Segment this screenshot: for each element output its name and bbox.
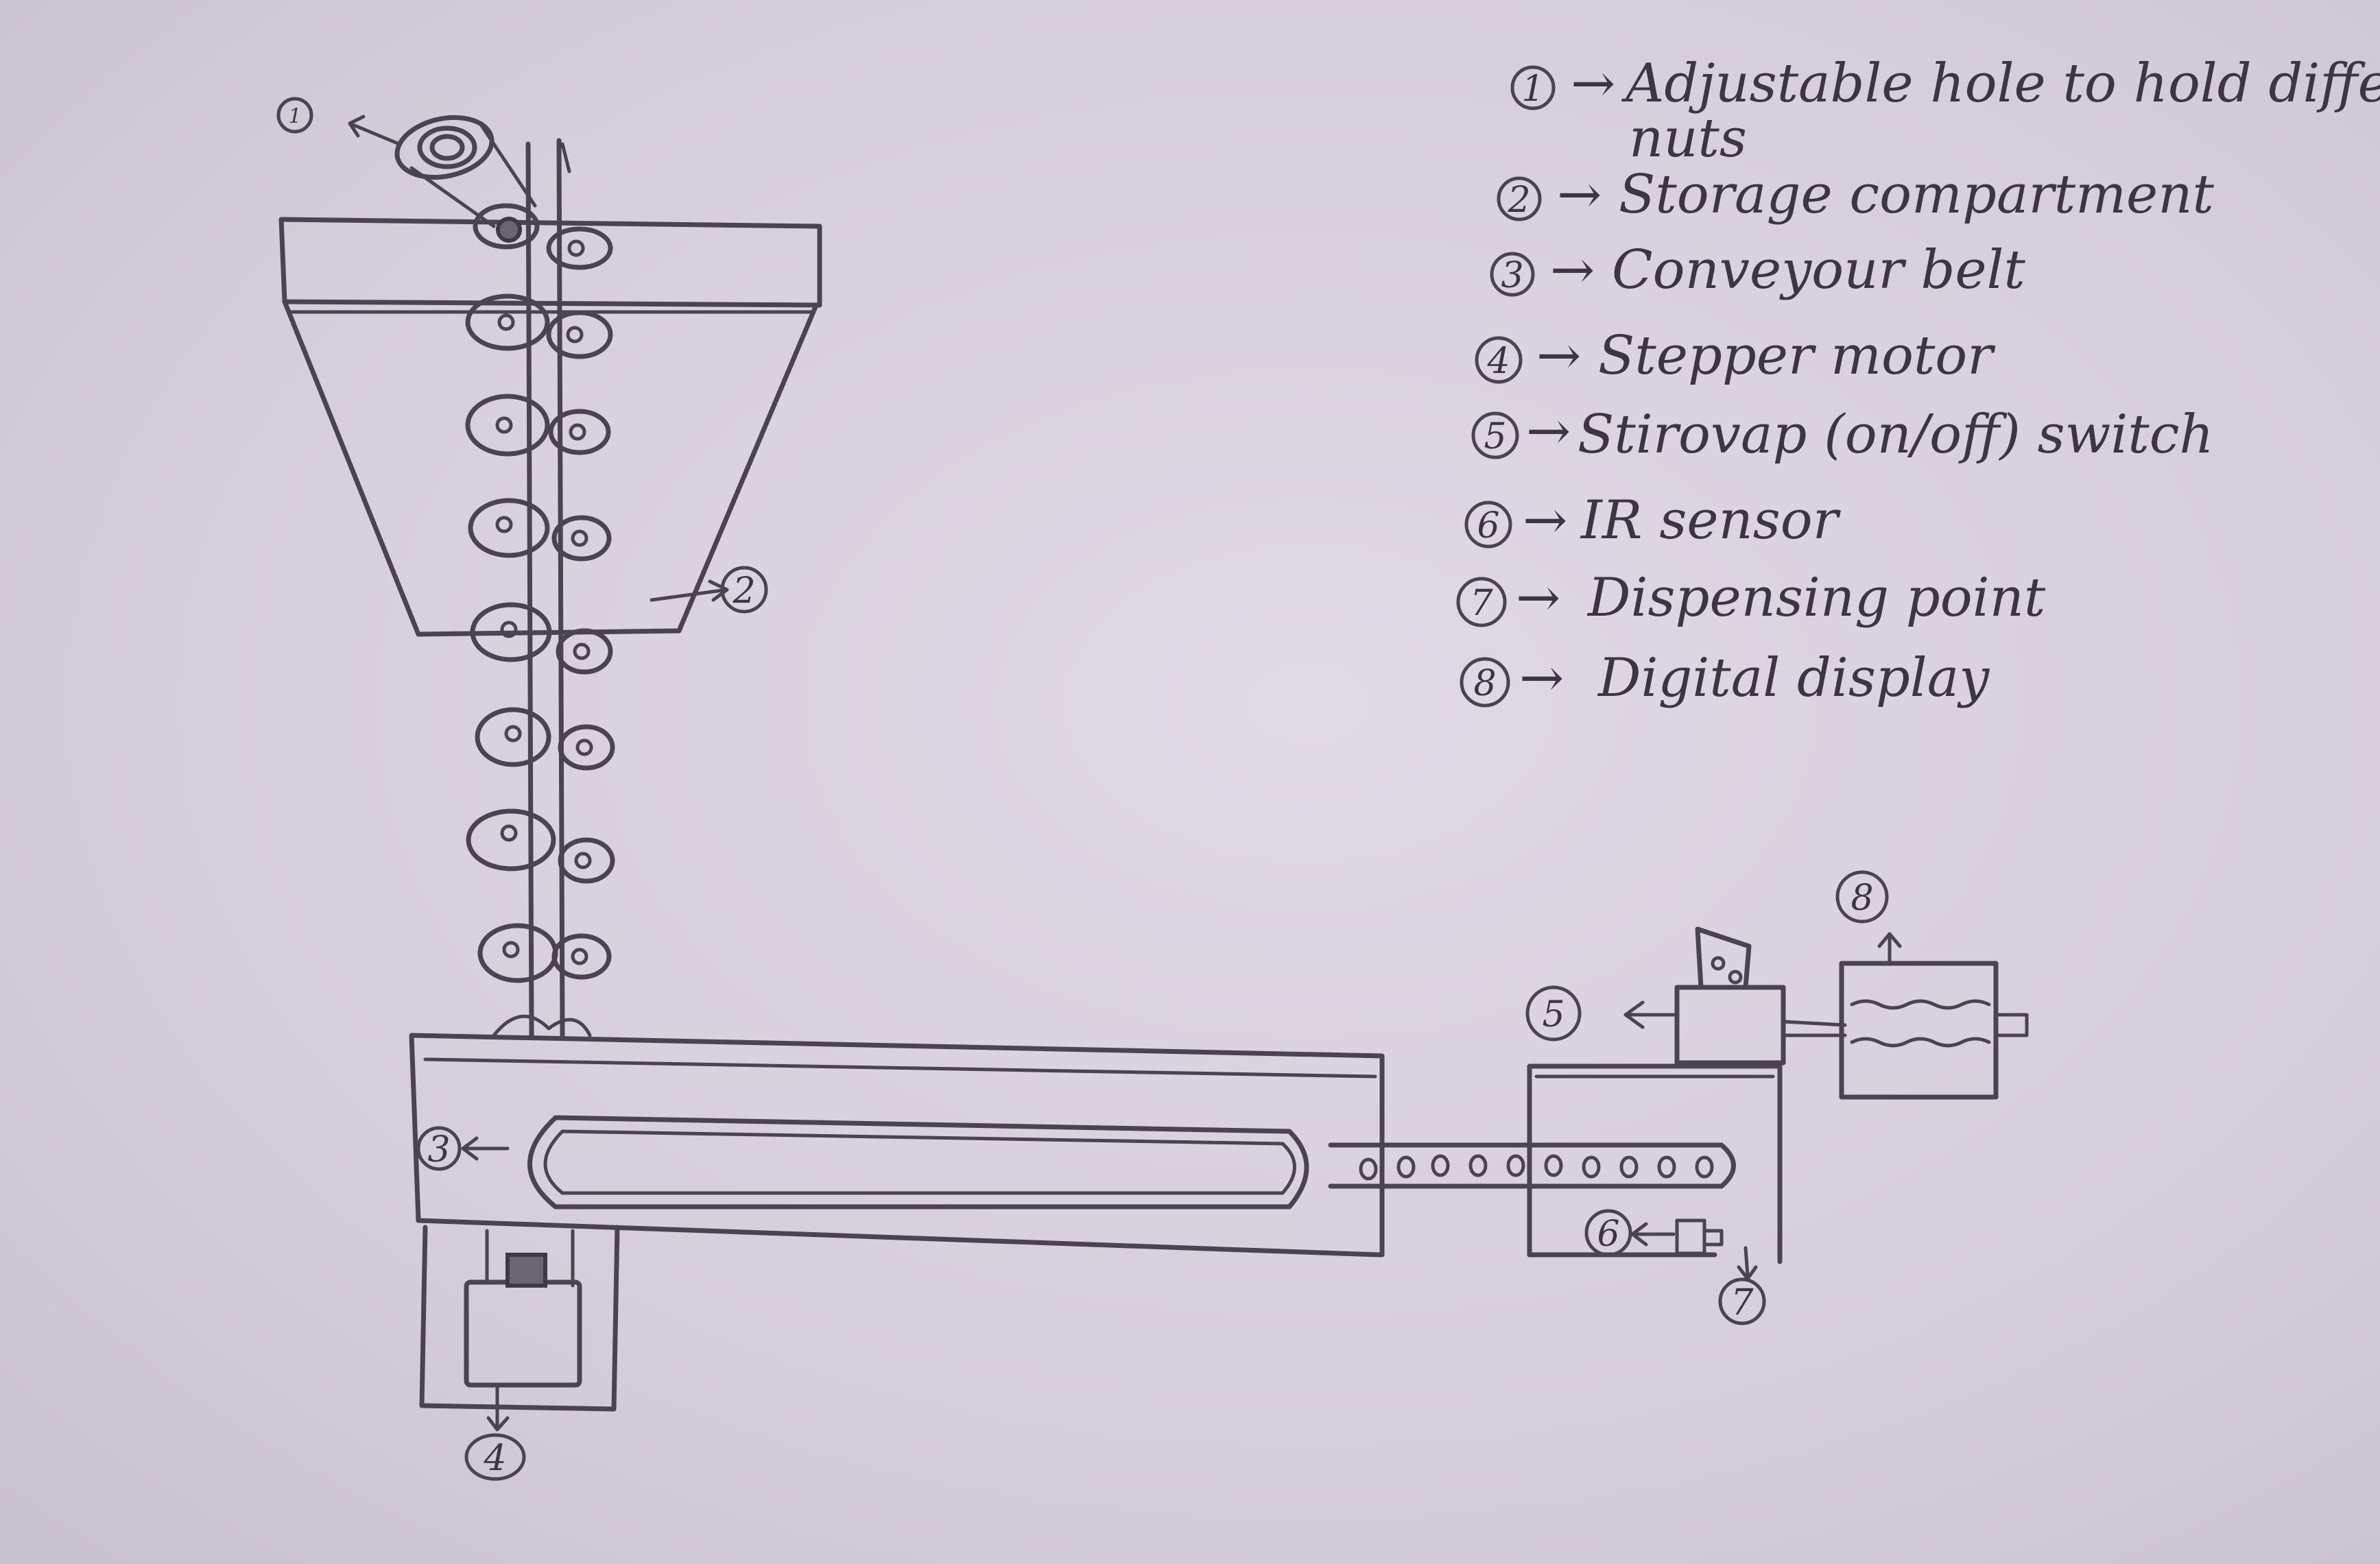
stepper-motor [419, 1225, 620, 1432]
callout-5-label: 5 [1542, 994, 1564, 1035]
legend-text-8: Digital display [1597, 647, 1990, 709]
legend-text-2: Storage compartment [1619, 164, 2214, 226]
legend-arrow-8: → [1519, 647, 1564, 709]
callout-3-label: 3 [427, 1129, 450, 1170]
callout-2-label: 2 [732, 570, 755, 612]
nut-slots [465, 203, 615, 1037]
nut-slot [468, 498, 612, 562]
legend-text-3: Conveyour belt [1612, 239, 2025, 301]
legend-arrow-7: → [1516, 567, 1560, 629]
legend-text-7: Dispensing point [1586, 567, 2046, 629]
callout-5: 5 [1525, 985, 1582, 1042]
legend-item-1: 1 → Adjustable hole to hold different nu… [1510, 53, 2380, 169]
callout-7: 7 [1718, 1277, 1766, 1325]
legend-arrow-6: → [1523, 490, 1567, 551]
legend-arrow-5: → [1526, 400, 1571, 462]
legend: 1 → Adjustable hole to hold different nu… [1456, 53, 2380, 709]
legend-text-1: Adjustable hole to hold different [1621, 53, 2380, 115]
legend-num-6: 6 [1477, 505, 1499, 546]
belt-holes [1359, 1154, 1714, 1181]
callout-6-label: 6 [1597, 1214, 1619, 1255]
nut-slot [465, 293, 613, 359]
legend-item-2: 2 → Storage compartment [1497, 164, 2214, 226]
legend-num-4: 4 [1486, 341, 1510, 382]
legend-num-1: 1 [1521, 69, 1544, 110]
legend-item-6: 6 → IR sensor [1464, 490, 1842, 551]
callout-4: 4 [464, 1433, 526, 1481]
callout-8: 8 [1835, 870, 1889, 924]
legend-text-1b: nuts [1629, 108, 1747, 169]
nut-slot [477, 923, 612, 983]
callout-2: 2 [650, 566, 768, 614]
callout-7-label: 7 [1730, 1282, 1754, 1323]
legend-num-8: 8 [1473, 663, 1496, 704]
legend-arrow-4: → [1536, 325, 1581, 387]
legend-num-3: 3 [1501, 255, 1523, 296]
legend-arrow-1: → [1571, 53, 1615, 115]
legend-item-5: 5 → Stirovap (on/off) switch [1471, 400, 2214, 466]
digital-display [1839, 932, 2029, 1100]
callout-3: 3 [416, 1126, 510, 1171]
screw-column [525, 138, 571, 1038]
on-off-switch [1623, 926, 1847, 1066]
legend-text-4: Stepper motor [1598, 325, 1996, 387]
legend-text-6: IR sensor [1580, 490, 1842, 551]
callout-1-label: 1 [288, 105, 301, 129]
legend-arrow-2: → [1557, 164, 1602, 226]
nut-slot [473, 203, 613, 270]
ir-sensor [1630, 1218, 1724, 1255]
slot-holes [495, 239, 593, 965]
legend-item-8: 8 → Digital display [1460, 647, 1990, 709]
legend-item-3: 3 → Conveyour belt [1490, 239, 2025, 301]
callout-1: 1 [276, 97, 313, 134]
nut-slot [466, 808, 615, 884]
callout-8-label: 8 [1851, 878, 1873, 919]
dispensing-point [1737, 1246, 1758, 1281]
dispensing-enclosure [1527, 1063, 1783, 1264]
callout-6: 6 [1584, 1209, 1632, 1257]
legend-num-7: 7 [1470, 583, 1493, 624]
conveyor-belt [409, 1033, 1736, 1258]
legend-num-2: 2 [1507, 180, 1530, 221]
legend-arrow-3: → [1550, 239, 1595, 301]
legend-item-4: 4 → Stepper motor [1475, 325, 1996, 387]
legend-text-5: Stirovap (on/off) switch [1578, 404, 2214, 466]
nut-slot [470, 602, 613, 675]
adjustable-hole [348, 115, 537, 243]
nut-slot [465, 394, 611, 457]
callout-4-label: 4 [483, 1438, 506, 1479]
legend-num-5: 5 [1484, 416, 1506, 457]
legend-item-7: 7 → Dispensing point [1456, 567, 2046, 629]
nut-slot [475, 707, 615, 771]
